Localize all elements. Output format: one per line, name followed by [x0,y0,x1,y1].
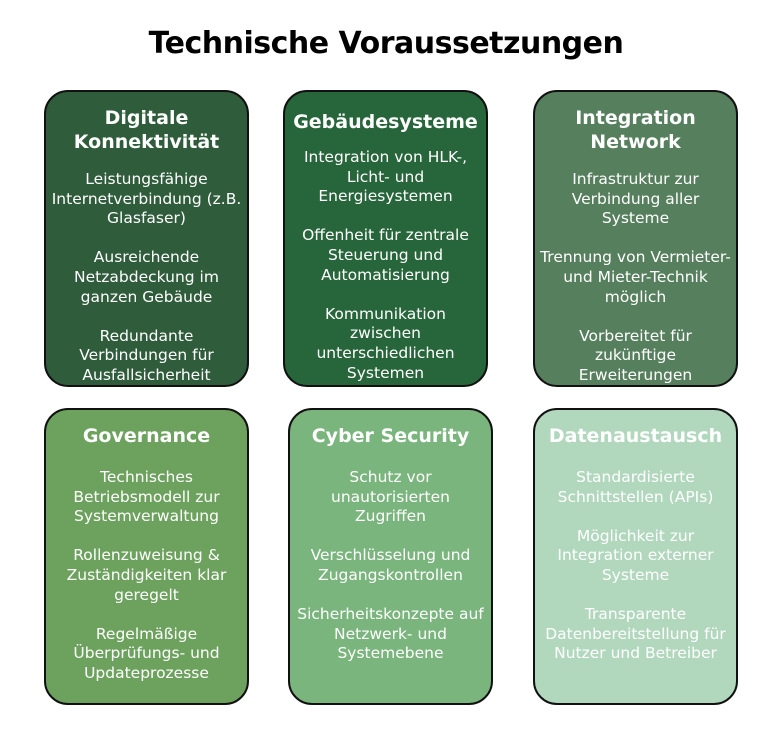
card-cyber-security: Cyber Security Schutz vor unautorisierte… [288,408,493,705]
card-item: Rollenzuweisung & Zuständigkeiten klar g… [66,546,227,604]
card-item: Schutz vor unautorisierten Zugriffen [331,468,450,526]
card-item: Technisches Betriebsmodell zur Systemver… [73,468,220,526]
card-title: Datenaustausch [548,425,723,447]
card-item: Offenheit für zentrale Steuerung und Aut… [302,226,469,284]
card-item: Vorbereitet für zukünftige Erweiterungen [578,326,693,384]
card-item: Leistungsfähige Internetverbindung (z.B.… [51,170,242,228]
card-item: Regelmäßige Überprüfungs- und Updateproz… [73,624,220,682]
card-item: Ausreichende Netzabdeckung im ganzen Geb… [74,248,219,306]
card-integration-network: Integration Network Infrastruktur zur Ve… [533,90,738,387]
card-title: Integration Network [575,107,696,153]
card-item: Redundante Verbindungen für Ausfallsiche… [79,326,214,384]
card-title: Cyber Security [311,425,470,447]
card-datenaustausch: Datenaustausch Standardisierte Schnittst… [533,408,738,705]
page-title: Technische Voraussetzungen [148,26,624,61]
card-title: Digitale Konnektivität [73,107,220,153]
card-item: Kommunikation zwischen unterschiedlichen… [316,304,455,382]
card-item: Verschlüsselung und Zugangskontrollen [310,546,471,584]
card-governance: Governance Technisches Betriebsmodell zu… [44,408,249,705]
card-gebaeudesysteme: Gebäudesysteme Integration von HLK-, Lic… [283,90,488,387]
card-title: Governance [82,425,211,447]
card-digitale-konnektivitaet: Digitale Konnektivität Leistungsfähige I… [44,90,249,387]
card-item: Transparente Datenbereitstellung für Nut… [545,605,726,663]
card-item: Möglichkeit zur Integration externer Sys… [557,526,714,584]
card-title: Gebäudesysteme [293,111,478,133]
card-item: Infrastruktur zur Verbindung aller Syste… [571,170,700,228]
card-item: Sicherheitskonzepte auf Netzwerk- und Sy… [297,605,484,663]
card-item: Trennung von Vermieter- und Mieter-Techn… [540,248,731,306]
card-item: Integration von HLK-, Licht- und Energie… [303,148,468,206]
card-item: Standardisierte Schnittstellen (APIs) [557,468,714,506]
